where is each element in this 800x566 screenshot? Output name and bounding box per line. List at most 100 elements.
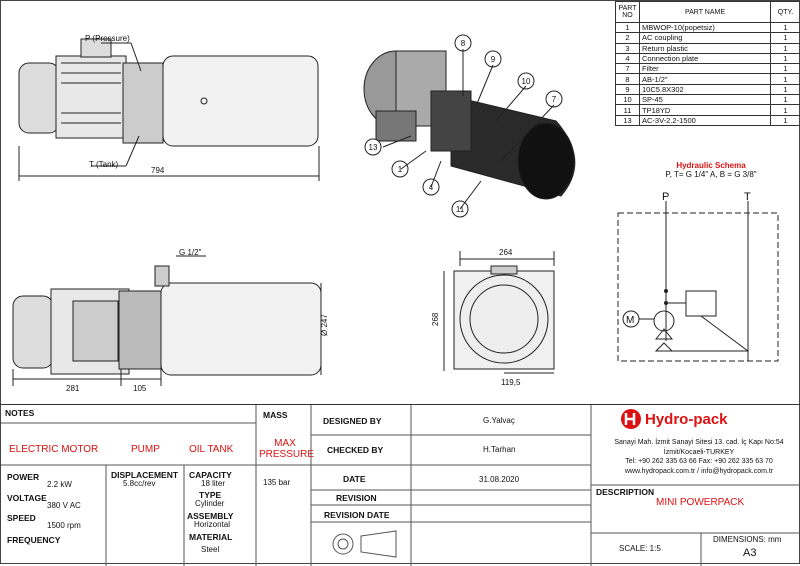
- dim-264: 264: [499, 248, 513, 257]
- date-value: 31.08.2020: [479, 475, 519, 484]
- designed-by-value: G.Yalvaç: [483, 416, 515, 425]
- schema-m: M: [626, 315, 634, 326]
- hydraulic-schema: P T M: [606, 191, 796, 371]
- voltage-label: VOLTAGE: [7, 493, 47, 503]
- parts-cell-name: Return plastic: [640, 43, 771, 53]
- speed-label: SPEED: [7, 513, 36, 523]
- date-label: DATE: [343, 474, 366, 484]
- parts-cell-no: 13: [616, 115, 640, 125]
- electric-motor-label: ELECTRIC MOTOR: [9, 444, 98, 455]
- parts-cell-qty: 1: [771, 84, 800, 94]
- parts-header-no: PART NO: [616, 2, 640, 23]
- parts-cell-no: 8: [616, 74, 640, 84]
- parts-cell-no: 4: [616, 53, 640, 63]
- revision-date-label: REVISION DATE: [324, 510, 390, 520]
- parts-cell-qty: 1: [771, 43, 800, 53]
- tank-label: T (Tank): [89, 160, 119, 169]
- dim-119: 119,5: [501, 378, 521, 387]
- parts-cell-name: AC coupling: [640, 33, 771, 43]
- parts-cell-name: TP18YD: [640, 105, 771, 115]
- mass-label: MASS: [263, 410, 288, 420]
- sheet-size: A3: [743, 547, 756, 559]
- revision-label: REVISION: [336, 493, 377, 503]
- parts-cell-no: 7: [616, 64, 640, 74]
- hydraulic-schema-header: Hydraulic Schema P, T= G 1/4" A, B = G 3…: [621, 161, 800, 179]
- dim-diameter: Ø 247: [320, 314, 329, 336]
- g-port-label: G 1/2": [179, 248, 202, 257]
- displacement-value: 5.8cc/rev: [123, 479, 155, 488]
- parts-cell-qty: 1: [771, 105, 800, 115]
- company-address: Sanayi Mah. İzmit Sanayi Sitesi 13. cad.…: [599, 438, 799, 476]
- phone-line: Tel: +90 262 335 63 66 Fax: +90 262 335 …: [599, 457, 799, 467]
- parts-cell-name: Connection plate: [640, 53, 771, 63]
- parts-cell-no: 1: [616, 23, 640, 33]
- oil-tank-label: OIL TANK: [189, 444, 233, 455]
- power-label: POWER: [7, 472, 39, 482]
- checked-by-label: CHECKED BY: [327, 445, 383, 455]
- dim-105: 105: [133, 384, 147, 393]
- parts-cell-name: Filter: [640, 64, 771, 74]
- parts-cell-name: SP-45: [640, 95, 771, 105]
- address-line-1: Sanayi Mah. İzmit Sanayi Sitesi 13. cad.…: [599, 438, 799, 448]
- parts-cell-qty: 1: [771, 64, 800, 74]
- max-pressure-label: MAX PRESSURE: [259, 438, 311, 460]
- description-label: DESCRIPTION: [596, 487, 654, 497]
- hydro-pack-logo-icon: [619, 408, 643, 430]
- parts-cell-name: 10C5.8X302: [640, 84, 771, 94]
- title-block: NOTES MASS ELECTRIC MOTOR PUMP OIL TANK …: [1, 404, 800, 565]
- balloon-label: 11: [456, 205, 465, 214]
- parts-cell-name: AC-3V-2.2-1500: [640, 115, 771, 125]
- parts-cell-name: AB-1/2": [640, 74, 771, 84]
- web-line: www.hydropack.com.tr / info@hydropack.co…: [599, 467, 799, 477]
- balloon-label: 9: [491, 55, 496, 64]
- scale-value: SCALE: 1:5: [619, 544, 661, 553]
- dimensions-label: DIMENSIONS: mm: [713, 535, 781, 544]
- balloon-label: 8: [461, 39, 466, 48]
- parts-cell-qty: 1: [771, 53, 800, 63]
- parts-cell-no: 2: [616, 33, 640, 43]
- checked-by-value: H.Tarhan: [483, 445, 515, 454]
- designed-by-label: DESIGNED BY: [323, 416, 382, 426]
- parts-cell-no: 11: [616, 105, 640, 115]
- balloon-label: 13: [369, 143, 378, 152]
- parts-cell-no: 9: [616, 84, 640, 94]
- address-line-2: İzmit/Kocaeli-TURKEY: [599, 448, 799, 458]
- dim-268: 268: [431, 312, 440, 326]
- speed-value: 1500 rpm: [47, 521, 81, 530]
- parts-header-qty: QTY.: [771, 2, 800, 23]
- parts-cell-qty: 1: [771, 95, 800, 105]
- voltage-value: 380 V AC: [47, 501, 81, 510]
- parts-cell-no: 10: [616, 95, 640, 105]
- pressure-value: 135 bar: [263, 478, 290, 487]
- type-value: Cylinder: [195, 499, 224, 508]
- balloon-label: 10: [522, 77, 531, 86]
- balloon-label: 4: [429, 183, 434, 192]
- pump-label: PUMP: [131, 444, 160, 455]
- balloon-label: 7: [552, 95, 557, 104]
- description-value: MINI POWERPACK: [656, 497, 744, 508]
- parts-cell-qty: 1: [771, 33, 800, 43]
- company-name: Hydro-pack: [645, 411, 728, 428]
- dim-length: 794: [151, 166, 165, 175]
- parts-cell-qty: 1: [771, 23, 800, 33]
- parts-header-name: PART NAME: [640, 2, 771, 23]
- parts-cell-name: MBWOP-10(popetsiz): [640, 23, 771, 33]
- notes-label: NOTES: [5, 408, 34, 418]
- parts-cell-qty: 1: [771, 115, 800, 125]
- schema-title: Hydraulic Schema: [621, 161, 800, 170]
- dim-281: 281: [66, 384, 80, 393]
- company-logo: Hydro-pack: [619, 408, 728, 430]
- pressure-label: P (Pressure): [85, 34, 130, 43]
